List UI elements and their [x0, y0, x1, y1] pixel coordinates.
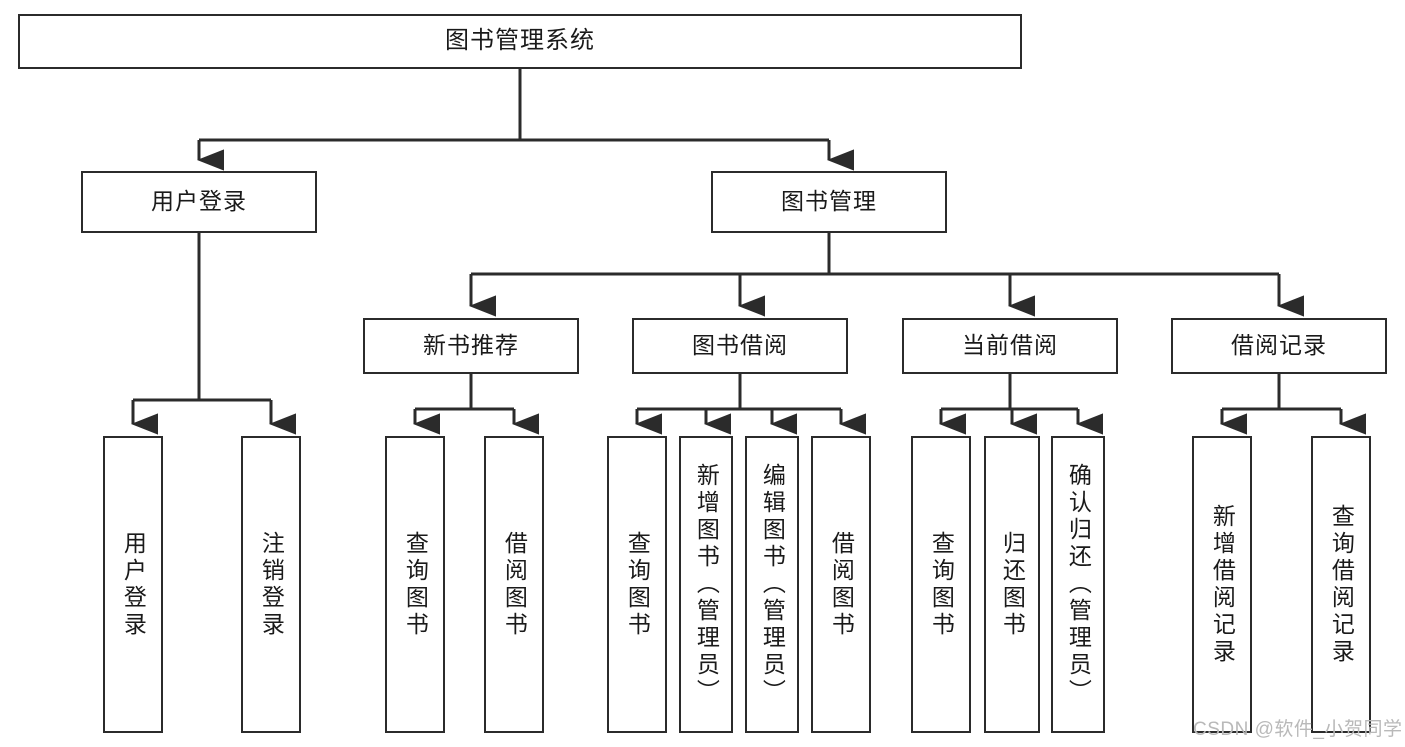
node-leaf-query-book-borrow[interactable]: 查询图书	[607, 436, 667, 733]
node-leaf-query-borrow-record[interactable]: 查询借阅记录	[1311, 436, 1371, 733]
node-leaf-edit-book[interactable]: 编辑图书（管理员）	[745, 436, 799, 733]
node-leaf-borrow-book[interactable]: 借阅图书	[811, 436, 871, 733]
node-user-login[interactable]: 用户登录	[81, 171, 317, 233]
node-leaf-return-book[interactable]: 归还图书	[984, 436, 1040, 733]
node-new-book-recommend[interactable]: 新书推荐	[363, 318, 579, 374]
node-borrow-record[interactable]: 借阅记录	[1171, 318, 1387, 374]
node-book-manage[interactable]: 图书管理	[711, 171, 947, 233]
node-leaf-query-book-current[interactable]: 查询图书	[911, 436, 971, 733]
node-book-borrow[interactable]: 图书借阅	[632, 318, 848, 374]
node-leaf-borrow-book-recommend[interactable]: 借阅图书	[484, 436, 544, 733]
node-leaf-add-book[interactable]: 新增图书（管理员）	[679, 436, 733, 733]
node-root[interactable]: 图书管理系统	[18, 14, 1022, 69]
node-current-borrow[interactable]: 当前借阅	[902, 318, 1118, 374]
node-leaf-logout[interactable]: 注销登录	[241, 436, 301, 733]
node-leaf-user-login[interactable]: 用户登录	[103, 436, 163, 733]
node-leaf-confirm-return[interactable]: 确认归还（管理员）	[1051, 436, 1105, 733]
node-leaf-add-borrow-record[interactable]: 新增借阅记录	[1192, 436, 1252, 733]
node-leaf-query-book-recommend[interactable]: 查询图书	[385, 436, 445, 733]
csdn-watermark: CSDN @软件_小贺同学	[1193, 719, 1403, 740]
